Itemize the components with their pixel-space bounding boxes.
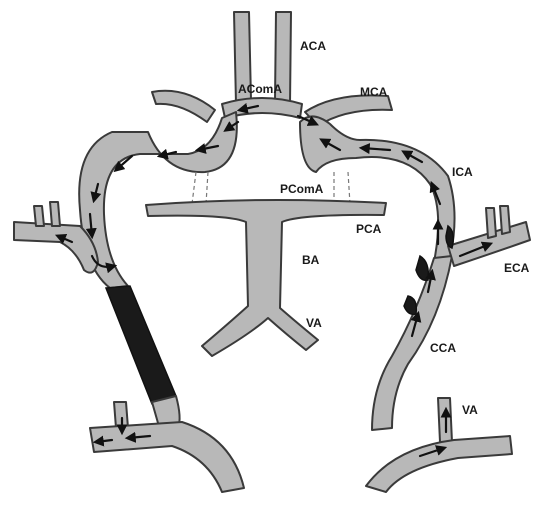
pcoma-right-dashed	[333, 171, 351, 205]
pca-vessel	[145, 198, 387, 357]
flow-arrow	[458, 241, 494, 258]
flow-arrow	[156, 148, 178, 160]
flow-arrow	[429, 180, 442, 206]
flow-arrow	[90, 254, 118, 274]
ica-left-vessel	[78, 111, 238, 289]
flow-arrow	[236, 102, 260, 114]
flow-arrow	[425, 268, 436, 294]
flow-arrow	[54, 233, 74, 245]
flow-arrow	[90, 182, 102, 204]
flow-arrow	[319, 138, 342, 152]
label-mca: MCA	[360, 85, 388, 99]
flow-arrow	[194, 143, 220, 154]
flow-arrow	[401, 150, 424, 164]
label-va-center: VA	[306, 316, 322, 330]
flow-arrows	[54, 102, 494, 458]
label-pca: PCA	[356, 222, 382, 236]
label-aca: ACA	[300, 39, 326, 53]
label-ba: BA	[302, 253, 320, 267]
eca-right-branches	[485, 205, 511, 239]
label-cca: CCA	[430, 341, 456, 355]
pcoma-left-dashed	[191, 171, 209, 205]
flow-arrow	[85, 212, 97, 240]
plaque-right-lower	[415, 254, 430, 282]
label-pcoma: PComA	[280, 182, 324, 196]
cca-right-vessel	[371, 255, 453, 431]
label-va-right: VA	[462, 403, 478, 417]
flow-arrow	[410, 310, 422, 338]
label-ica: ICA	[452, 165, 473, 179]
occluded-cca-segment	[104, 285, 178, 405]
flow-arrow	[124, 431, 152, 443]
label-eca: ECA	[504, 261, 530, 275]
label-acoma: AComA	[238, 82, 282, 96]
flow-arrow	[296, 114, 320, 126]
eca-left-vessel	[13, 221, 99, 274]
flow-arrow	[418, 445, 448, 458]
flow-arrow	[92, 435, 114, 447]
eca-left-branches	[33, 201, 61, 227]
flow-arrow	[358, 143, 392, 155]
mca-left-vessel	[151, 89, 216, 123]
plaque-right-upper	[445, 224, 455, 249]
mca-right-vessel	[304, 94, 393, 127]
plaque-right-cca	[403, 295, 418, 316]
subclavian-left-vessel	[89, 421, 245, 493]
subclavian-right-vessel	[365, 435, 513, 493]
flow-arrow	[113, 154, 134, 173]
flow-arrow	[223, 120, 240, 132]
